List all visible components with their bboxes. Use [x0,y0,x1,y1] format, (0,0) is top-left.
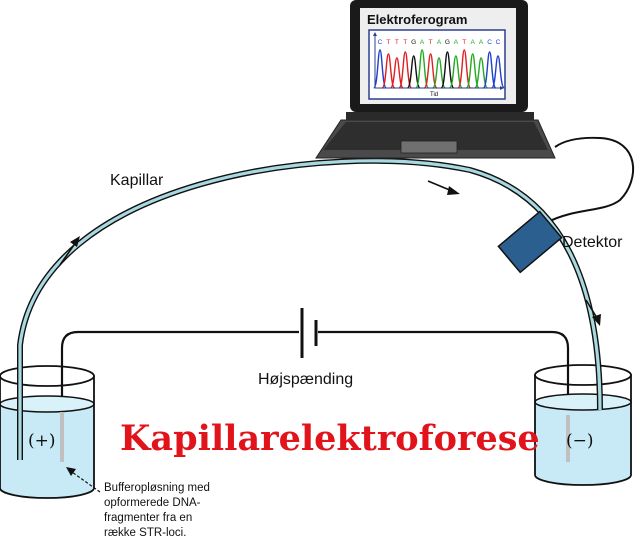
diagram-title: Kapillarelektroforese [120,418,540,459]
trace-peak [373,49,387,89]
cathode-label: (−) [566,431,594,451]
sequence-letter: A [420,39,425,46]
trace-peak [482,51,497,89]
trace-peak [474,57,489,89]
sequence-letter: A [454,39,459,46]
trace-peak [398,51,413,89]
buffer-line: række STR-loci. [104,527,187,539]
screen-title: Elektroferogram [367,12,467,27]
wire-right [318,330,570,415]
sequence-letter: G [411,39,416,46]
sequence-letter: C [487,39,492,46]
trace-peak [381,53,396,89]
sequence-letter: C [378,39,383,46]
screen-xlabel: Tid [430,92,438,98]
sequence-letter: A [437,39,442,46]
trace-peak [457,49,472,89]
trace-peak [389,57,404,89]
trace-peak [415,49,430,89]
trace-peak [465,53,480,89]
trace-peak [491,55,505,89]
sequence-letter: C [496,39,501,46]
flow-arrow-left [59,236,80,266]
capillary-tube [17,157,603,460]
sequence-letter: A [479,39,484,46]
high-voltage-label: Højspænding [258,371,354,388]
electropherogram-traces [373,49,505,89]
detector-cable [547,136,634,223]
trace-peak [423,53,438,89]
buffer-line: opformerede DNA- [104,497,201,509]
buffer-description: Bufferopløsning med opformerede DNA- fra… [104,481,244,541]
sequence-letter: T [403,39,407,46]
sequence-letter: A [471,39,476,46]
buffer-pointer-arrow [66,467,101,493]
sequence-letter: G [445,39,450,46]
trace-peak [440,51,455,89]
trace-peak [448,55,463,89]
buffer-line: fragmenter fra en [104,512,193,524]
beaker-cathode [534,364,632,486]
sequence-letter: T [395,39,399,46]
trace-peak [406,55,421,89]
wire-left [60,330,299,412]
sequence-letter: T [386,39,390,46]
anode-label: (+) [28,431,56,451]
trace-peak [432,57,446,89]
capillary-label: Kapillar [110,172,164,189]
sequence-letter: T [429,39,433,46]
buffer-line: Bufferopløsning med [104,482,210,494]
detector-block [497,210,563,274]
flow-arrow-top [427,180,460,195]
detector-label: Detektor [562,234,623,251]
sequence-letter: T [462,39,466,46]
flow-arrow-right [585,299,601,326]
